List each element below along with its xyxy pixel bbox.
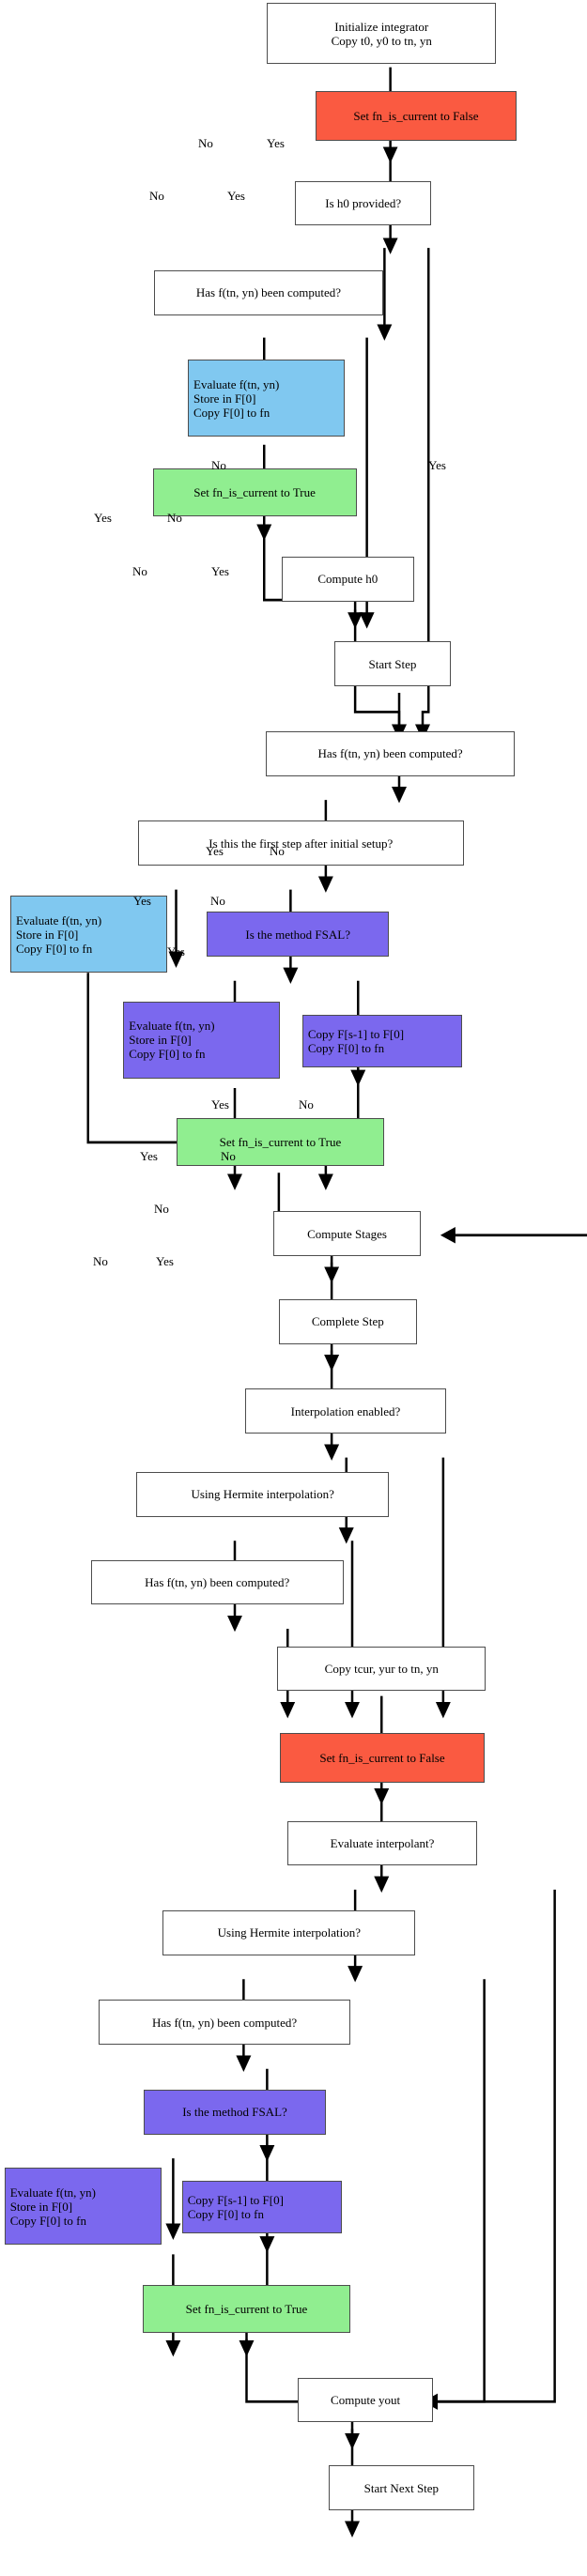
node-text-line: Copy F[0] to fn <box>9 2213 86 2228</box>
node-text-line: Evaluate f(tn, yn) <box>15 912 102 928</box>
node-text-line: Evaluate f(tn, yn) <box>9 2185 97 2200</box>
node-text-line: Compute yout <box>331 2393 401 2408</box>
node-evaluate-interpolant: Evaluate interpolant? <box>287 1820 477 1866</box>
edge-label-no: No <box>299 1096 314 1112</box>
node-set-fn-is-current-to-false: Set fn_is_current to False <box>280 1732 485 1783</box>
node-text-line: Using Hermite interpolation? <box>191 1487 334 1502</box>
node-set-fn-is-current-to-true: Set fn_is_current to True <box>176 1118 385 1167</box>
node-text-line: Has f(tn, yn) been computed? <box>145 1575 290 1590</box>
node-has-f-tn-yn-been-computed: Has f(tn, yn) been computed? <box>265 730 516 776</box>
node-text-line: Initialize integrator <box>334 19 429 34</box>
node-evaluate-f-tn-yn: Evaluate f(tn, yn)Store in F[0]Copy F[0]… <box>188 360 346 437</box>
edge-label-yes: Yes <box>133 893 151 908</box>
node-compute-h0: Compute h0 <box>282 557 414 602</box>
edge-label-yes: Yes <box>167 943 185 958</box>
node-text-line: Using Hermite interpolation? <box>217 1925 361 1940</box>
node-complete-step: Complete Step <box>278 1298 417 1344</box>
node-text-line: Has f(tn, yn) been computed? <box>317 746 463 761</box>
node-text-line: Copy tcur, yur to tn, yn <box>324 1662 439 1677</box>
node-text-line: Copy F[0] to fn <box>187 2207 264 2222</box>
node-text-line: Set fn_is_current to True <box>219 1135 342 1150</box>
node-text-line: Has f(tn, yn) been computed? <box>195 285 341 300</box>
node-text-line: Evaluate f(tn, yn) <box>129 1019 215 1034</box>
edge-label-yes: Yes <box>227 188 245 203</box>
node-text-line: Compute Stages <box>307 1226 387 1241</box>
node-text-line: Has f(tn, yn) been computed? <box>151 2015 298 2030</box>
edge-label-yes: Yes <box>211 1096 229 1112</box>
edge-label-yes: Yes <box>206 843 224 858</box>
edge-label-no: No <box>93 1254 108 1269</box>
node-compute-yout: Compute yout <box>298 2377 433 2423</box>
node-is-the-method-fsal: Is the method FSAL? <box>144 2089 326 2135</box>
edge-label-no: No <box>210 893 225 908</box>
node-text-line: Is this the first step after initial set… <box>209 836 394 851</box>
edge-label-no: No <box>221 1149 236 1164</box>
edge-label-yes: Yes <box>267 135 285 150</box>
node-text-line: Copy F[0] to fn <box>15 941 93 956</box>
edge-label-no: No <box>270 843 285 858</box>
node-set-fn-is-current-to-false: Set fn_is_current to False <box>315 91 517 141</box>
node-text-line: Set fn_is_current to False <box>353 109 479 124</box>
edge-label-no: No <box>167 511 182 526</box>
node-start-step: Start Step <box>334 641 451 687</box>
node-interpolation-enabled: Interpolation enabled? <box>244 1388 446 1434</box>
node-evaluate-f-tn-yn: Evaluate f(tn, yn)Store in F[0]Copy F[0]… <box>9 896 168 974</box>
node-text-line: Set fn_is_current to False <box>319 1750 445 1765</box>
edge-label-no: No <box>149 188 164 203</box>
node-text-line: Copy F[s-1] to F[0] <box>187 2193 284 2208</box>
node-text-line: Start Next Step <box>363 2480 440 2495</box>
node-using-hermite-interpolation: Using Hermite interpolation? <box>136 1472 390 1517</box>
node-text-line: Evaluate f(tn, yn) <box>193 376 280 391</box>
node-text-line: Is h0 provided? <box>325 195 402 210</box>
node-text-line: Evaluate interpolant? <box>330 1835 435 1850</box>
node-compute-stages: Compute Stages <box>272 1211 422 1256</box>
node-is-this-the-first-step-after-initial-setup: Is this the first step after initial set… <box>137 820 464 866</box>
node-text-line: Complete Step <box>311 1314 384 1329</box>
node-text-line: Compute h0 <box>317 572 378 587</box>
node-text-line: Is the method FSAL? <box>245 927 350 942</box>
node-text-line: Start Step <box>368 656 417 671</box>
edge-label-yes: Yes <box>156 1254 174 1269</box>
edge-label-yes: Yes <box>140 1149 158 1164</box>
node-text-line: Is the method FSAL? <box>182 2105 287 2120</box>
edge-label-no: No <box>211 458 226 473</box>
node-text-line: Store in F[0] <box>15 927 79 942</box>
node-set-fn-is-current-to-true: Set fn_is_current to True <box>152 468 357 517</box>
node-start-next-step: Start Next Step <box>329 2465 474 2511</box>
node-text-line: Copy F[0] to fn <box>193 405 270 420</box>
node-evaluate-f-tn-yn: Evaluate f(tn, yn)Store in F[0]Copy F[0]… <box>4 2168 162 2246</box>
node-has-f-tn-yn-been-computed: Has f(tn, yn) been computed? <box>90 1559 344 1605</box>
node-copy-tcur-yur-to-tn-yn: Copy tcur, yur to tn, yn <box>277 1646 487 1692</box>
node-text-line: Copy F[0] to fn <box>129 1047 206 1062</box>
node-has-f-tn-yn-been-computed: Has f(tn, yn) been computed? <box>98 2000 351 2046</box>
node-text-line: Store in F[0] <box>9 2199 73 2214</box>
node-text-line: Copy t0, y0 to tn, yn <box>331 33 432 48</box>
node-text-line: Store in F[0] <box>193 391 256 406</box>
node-evaluate-f-tn-yn: Evaluate f(tn, yn)Store in F[0]Copy F[0]… <box>123 1001 281 1079</box>
node-is-h0-provided: Is h0 provided? <box>295 180 432 226</box>
edge-label-yes: Yes <box>428 458 446 473</box>
node-text-line: Copy F[s-1] to F[0] <box>307 1026 405 1041</box>
edge-label-yes: Yes <box>94 511 112 526</box>
edge-label-no: No <box>154 1202 169 1217</box>
node-text-line: Interpolation enabled? <box>290 1403 401 1418</box>
node-using-hermite-interpolation: Using Hermite interpolation? <box>162 1909 416 1955</box>
node-copy-f-s-1-to-f-0: Copy F[s-1] to F[0]Copy F[0] to fn <box>301 1014 463 1067</box>
node-is-the-method-fsal: Is the method FSAL? <box>207 912 390 958</box>
node-text-line: Set fn_is_current to True <box>185 2301 308 2316</box>
edge-label-no: No <box>132 564 147 579</box>
node-has-f-tn-yn-been-computed: Has f(tn, yn) been computed? <box>154 270 383 315</box>
node-set-fn-is-current-to-true: Set fn_is_current to True <box>142 2284 351 2333</box>
edge-label-yes: Yes <box>211 564 229 579</box>
node-copy-f-s-1-to-f-0: Copy F[s-1] to F[0]Copy F[0] to fn <box>181 2181 343 2234</box>
node-text-line: Copy F[0] to fn <box>307 1040 385 1055</box>
node-text-line: Set fn_is_current to True <box>193 485 316 500</box>
node-text-line: Store in F[0] <box>129 1033 192 1048</box>
edge-label-no: No <box>198 135 213 150</box>
